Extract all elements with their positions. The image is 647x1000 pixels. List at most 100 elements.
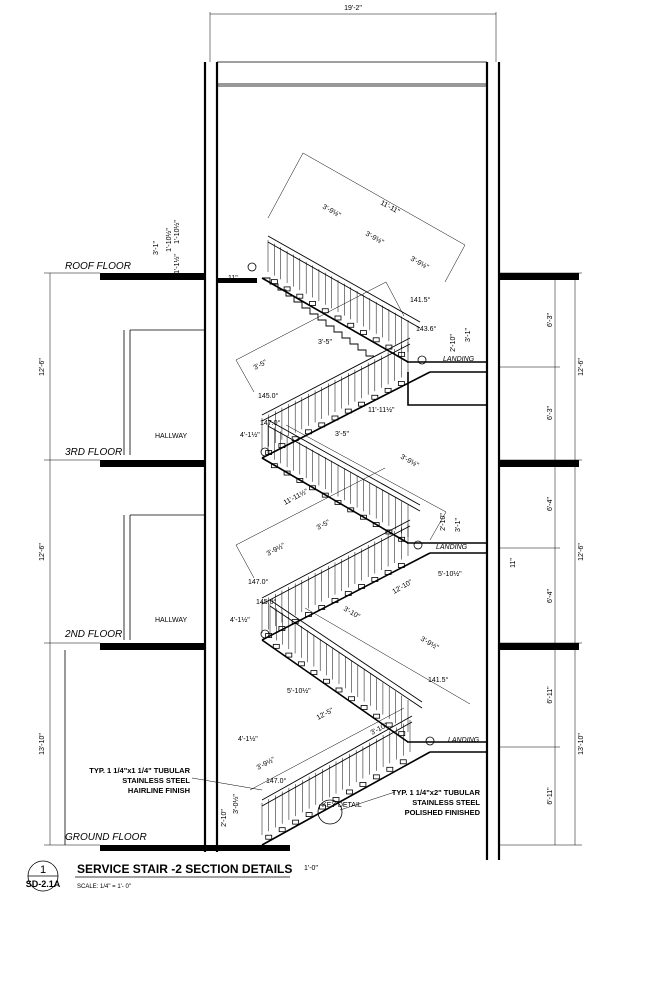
- stair-tread: [347, 507, 355, 513]
- room-label-hallway-3rd: HALLWAY: [155, 433, 187, 440]
- stair-tread: [278, 443, 286, 449]
- floor-label-roof: ROOF FLOOR: [65, 261, 131, 272]
- misc-dim-4: 1'-1½": [173, 254, 181, 274]
- misc-dim-15: 2'-10": [221, 809, 228, 827]
- right-dim-outer-1: 12'-6": [578, 358, 585, 376]
- note-right-line-2: STAINLESS STEEL: [412, 798, 480, 807]
- hallway-partitions: [64, 329, 205, 845]
- stair-tread: [385, 722, 393, 728]
- stair-tread: [285, 652, 293, 658]
- floor-label-2nd: 2ND FLOOR: [64, 629, 122, 640]
- key-detail-bubble: KEY DETAIL: [317, 799, 362, 825]
- stair-tread: [318, 422, 326, 428]
- stair-tread: [305, 429, 312, 435]
- misc-dim-26: 147.0°: [266, 777, 287, 785]
- stair-tread: [278, 827, 286, 833]
- stair-tread: [278, 626, 286, 631]
- right-dim-inner-2: 6'-3": [547, 406, 554, 420]
- stair-tread: [319, 804, 326, 810]
- stair-tread: [385, 344, 393, 350]
- floor-slabs: [100, 273, 579, 851]
- stair-tread: [318, 605, 326, 610]
- stair-tread: [360, 514, 367, 520]
- stair-tread: [384, 387, 392, 393]
- stair-tread: [305, 612, 312, 617]
- landing-label-2: LANDING: [436, 544, 468, 551]
- stair-tread: [321, 492, 329, 498]
- stair-tread: [305, 812, 313, 817]
- flight-dim-15: 3'-9½": [419, 635, 441, 652]
- misc-dim-6: 3'-1": [465, 328, 472, 342]
- flight-dim-13: 3'-10": [342, 606, 361, 621]
- left-vertical-dims: [44, 272, 100, 846]
- right-dim-inner-5: 6'-11": [547, 686, 554, 704]
- right-vertical-dims: [499, 272, 582, 846]
- misc-dim-19: 141.5°: [410, 296, 431, 304]
- stair-tread: [323, 678, 330, 684]
- drawing-title: SERVICE STAIR -2 SECTION DETAILS: [77, 862, 292, 876]
- stair-tread: [310, 670, 318, 675]
- misc-dim-5: 2'-10": [450, 334, 457, 352]
- note-right-line-1: TYP. 1 1/4"x2" TUBULAR: [392, 788, 481, 797]
- right-dim-inner-4: 6'-4": [547, 589, 554, 603]
- note-left-line-2: STAINLESS STEEL: [122, 776, 190, 785]
- stair-tread: [348, 696, 355, 702]
- detail-title-block: 1 SD-2.1A SERVICE STAIR -2 SECTION DETAI…: [26, 860, 292, 892]
- flight-dim-11: 3'-9½": [265, 541, 287, 558]
- stair-tread: [270, 463, 278, 469]
- stair-tread: [292, 819, 300, 825]
- misc-dim-12: 4'-1½": [230, 616, 250, 624]
- stair-tread: [398, 536, 406, 542]
- stair-tread: [398, 731, 406, 737]
- stair-tread: [309, 301, 316, 306]
- stair-tread: [346, 789, 353, 795]
- level-markers: [247, 262, 435, 746]
- stair-tread: [309, 485, 316, 491]
- stair-tread: [334, 500, 342, 505]
- treads: [265, 279, 407, 840]
- stair-tread: [344, 408, 352, 414]
- misc-dim-7: 2'-10": [440, 513, 447, 531]
- note-left-line-3: HAIRLINE FINISH: [128, 786, 190, 795]
- stair-tread: [321, 308, 329, 314]
- left-dim-2: 12'-6": [39, 543, 46, 561]
- right-dim-inner-6: 6'-11": [547, 787, 554, 805]
- flight-dimension-lines: [235, 152, 471, 791]
- floor-label-ground: GROUND FLOOR: [65, 832, 147, 843]
- stair-tread: [398, 351, 406, 357]
- landings: [407, 361, 487, 753]
- flight-dim-17: 3'-5": [253, 359, 269, 372]
- stair-tread: [296, 293, 304, 299]
- landing-label-3: LANDING: [448, 737, 480, 744]
- stair-tread: [344, 591, 352, 596]
- misc-dim-20: 143.6°: [416, 325, 437, 333]
- right-dim-inner-1: 6'-3": [547, 313, 554, 327]
- landing-label-1: LANDING: [443, 356, 475, 363]
- stair-tread: [331, 598, 339, 603]
- stair-tread: [385, 529, 393, 535]
- misc-dim-3: 1'-10½": [173, 220, 181, 244]
- note-right: TYP. 1 1/4"x2" TUBULAR STAINLESS STEEL P…: [339, 788, 481, 817]
- stair-tread: [359, 782, 367, 787]
- stair-tread: [358, 584, 365, 589]
- misc-dim-21: 145.0°: [258, 392, 279, 400]
- misc-dim-25: 141.5°: [428, 676, 449, 684]
- flight-dim-16: 12'-5": [316, 707, 335, 722]
- misc-dim-13: 4'-1½": [238, 735, 258, 743]
- note-right-line-3: POLISHED FINISHED: [405, 808, 481, 817]
- misc-dim-10: 5'-10½": [287, 687, 311, 695]
- stair-tread: [360, 705, 368, 710]
- flight-dim-1: 11'-11": [379, 200, 401, 216]
- misc-dim-16: 1'-0": [304, 865, 318, 872]
- misc-dim-22: 147.0°: [260, 419, 281, 427]
- misc-dim-2: 1'-10½": [165, 228, 173, 252]
- detail-number: 1: [40, 864, 46, 876]
- stair-tread: [331, 415, 339, 421]
- stair-tread: [372, 522, 380, 527]
- stair-tread: [386, 766, 394, 772]
- stair-flights: [261, 235, 431, 846]
- flight-dim-12: 12'-10": [392, 579, 415, 596]
- stair-tread: [397, 381, 405, 386]
- misc-dim-24: 147.0°: [248, 578, 269, 586]
